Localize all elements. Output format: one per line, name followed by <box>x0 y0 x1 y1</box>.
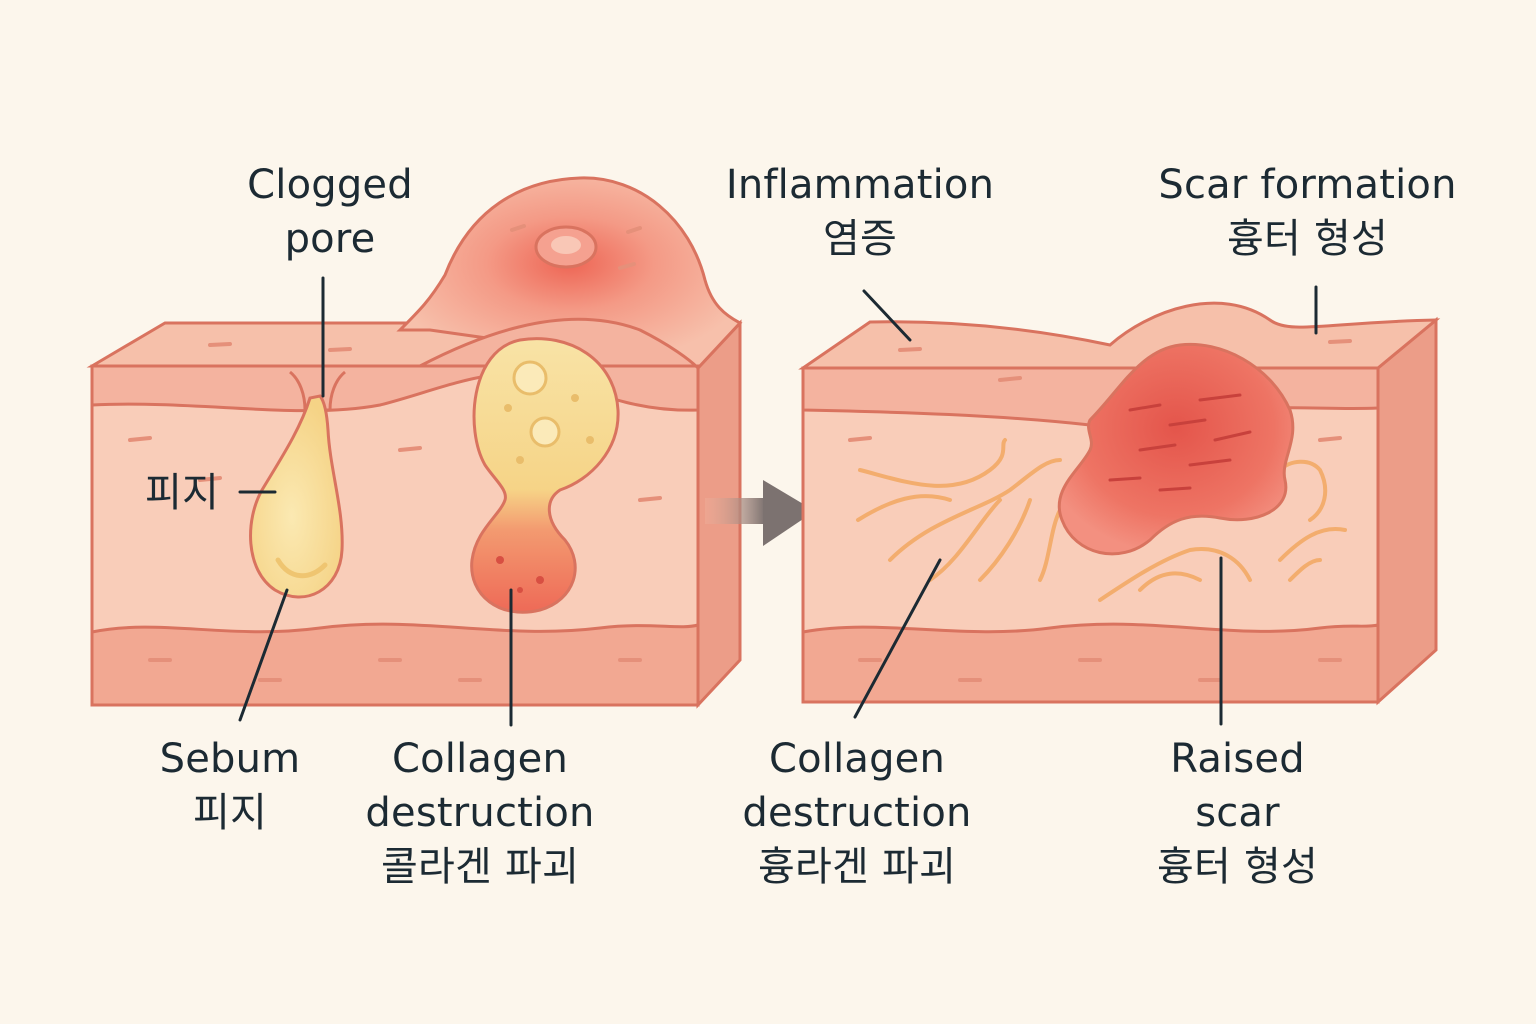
label-sebum-line2: 피지 <box>140 786 320 840</box>
label-inflammation-line2: 염증 <box>710 212 1010 266</box>
label-collagen-right-line2: destruction <box>722 786 992 840</box>
right-block-top-face <box>803 303 1436 368</box>
label-sebum-line1: Sebum <box>140 732 320 786</box>
label-collagen-left: Collagen destruction 콜라겐 파괴 <box>345 732 615 894</box>
right-block-side-face <box>1378 320 1436 702</box>
left-subcutis <box>92 624 698 705</box>
label-scar-formation-line2: 흉터 형성 <box>1140 212 1475 266</box>
right-skin-block <box>803 303 1436 702</box>
label-inflammation: Inflammation 염증 <box>710 158 1010 266</box>
label-raised-scar-line2: scar <box>1125 786 1350 840</box>
right-subcutis <box>803 624 1378 702</box>
label-clogged-pore-line2: pore <box>225 212 435 266</box>
label-raised-scar-line1: Raised <box>1125 732 1350 786</box>
label-raised-scar-line3: 흉터 형성 <box>1125 840 1350 894</box>
label-collagen-left-line2: destruction <box>345 786 615 840</box>
label-raised-scar: Raised scar 흉터 형성 <box>1125 732 1350 894</box>
label-sebum-side: 피지 <box>145 466 240 520</box>
label-collagen-right: Collagen destruction 흉라겐 파괴 <box>722 732 992 894</box>
label-collagen-right-line3: 흉라겐 파괴 <box>722 840 992 894</box>
label-scar-formation-line1: Scar formation <box>1140 158 1475 212</box>
label-inflammation-line1: Inflammation <box>710 158 1010 212</box>
label-clogged-pore-line1: Clogged <box>225 158 435 212</box>
label-collagen-left-line3: 콜라겐 파괴 <box>345 840 615 894</box>
label-collagen-right-line1: Collagen <box>722 732 992 786</box>
label-sebum: Sebum 피지 <box>140 732 320 840</box>
label-scar-formation: Scar formation 흉터 형성 <box>1140 158 1475 266</box>
label-collagen-left-line1: Collagen <box>345 732 615 786</box>
label-sebum-side-text: 피지 <box>145 466 240 520</box>
label-clogged-pore: Clogged pore <box>225 158 435 266</box>
